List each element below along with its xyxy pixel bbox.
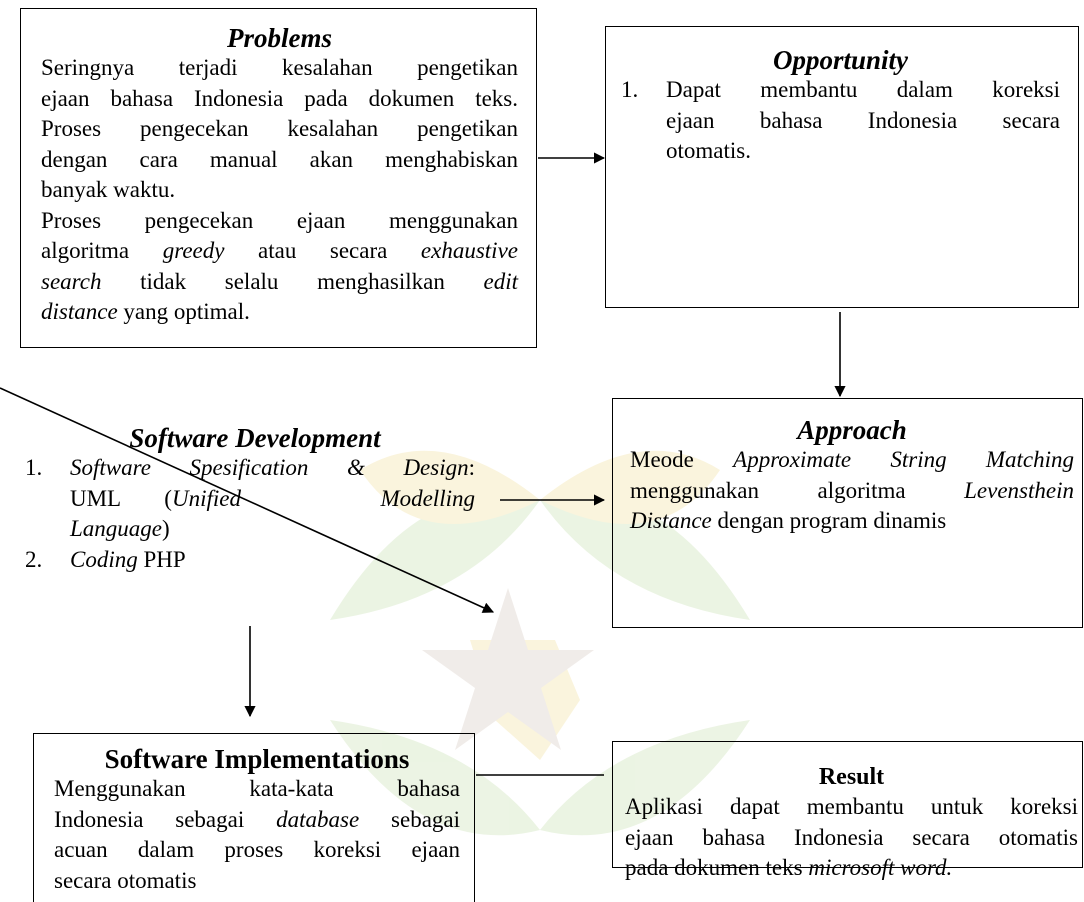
approach-box: Approach Meode Approximate String Matchi… <box>612 398 1083 628</box>
text-run: menggunakan algoritma <box>630 477 965 503</box>
approach-line-1: Meode Approximate String Matching <box>630 445 1074 476</box>
item-number: 1. <box>25 455 43 480</box>
text-run: Meode <box>630 447 734 472</box>
text-run: algoritma <box>41 238 163 263</box>
opportunity-box: Opportunity 1. Dapat membantu dalam kore… <box>605 26 1079 308</box>
text-run: edit <box>483 268 519 294</box>
text-run: search <box>41 268 102 294</box>
result-line-2: ejaan bahasa Indonesia secara otomatis <box>625 824 1078 850</box>
item-number: 1. <box>621 77 639 102</box>
text-run: sebagai <box>359 806 460 832</box>
problems-line-5: banyak waktu. <box>41 177 176 202</box>
opportunity-title: Opportunity <box>772 45 909 75</box>
text-run: exhaustive <box>420 238 518 263</box>
problems-title: Problems <box>227 23 332 53</box>
result-line-1: Aplikasi dapat membantu untuk koreksi <box>625 794 1078 819</box>
text-run: Modelling <box>380 485 475 511</box>
development-item-1: 1. Software Spesification & Design: UML (… <box>25 453 475 545</box>
software-implementations-title: Software Implementations <box>104 744 410 774</box>
approach-line-3: Distance dengan program dinamis <box>630 506 1074 537</box>
result-title: Result <box>818 764 885 790</box>
development-item-1-line-2: UML (Unified Modelling <box>70 484 475 515</box>
text-run: Indonesia sebagai <box>54 806 277 832</box>
item-body: Software Spesification & Design: UML (Uni… <box>70 453 475 545</box>
text-run: pada dokumen teks <box>625 855 809 880</box>
problems-line-4: dengan cara manual akan menghabiskan <box>41 146 518 172</box>
software-implementations-box: Software Implementations Menggunakan kat… <box>33 733 475 902</box>
text-run: database <box>276 806 360 832</box>
approach-title: Approach <box>797 415 907 445</box>
text-run: atau secara <box>224 238 421 263</box>
text-run: ( <box>164 485 172 511</box>
problems-line-3: Proses pengecekan kesalahan pengetikan <box>41 116 518 141</box>
text-run: microsoft word. <box>808 855 953 880</box>
implementations-line-4: secara otomatis <box>54 867 197 893</box>
item-number: 2. <box>25 546 43 572</box>
text-run: tidak selalu menghasilkan <box>101 268 484 294</box>
opportunity-line-2: ejaan bahasa Indonesia secara <box>666 107 1060 133</box>
software-development-title: Software Development <box>129 423 381 453</box>
opportunity-line-1: Dapat membantu dalam koreksi <box>666 77 1060 102</box>
text-run: dengan program dinamis <box>711 508 947 533</box>
text-run: PHP <box>137 546 186 572</box>
text-run: Distance <box>630 508 712 533</box>
problems-line-6: Proses pengecekan ejaan menggunakan <box>41 207 518 233</box>
implementations-line-2: Indonesia sebagai database sebagai <box>54 805 460 836</box>
problems-line-1: Seringnya terjadi kesalahan pengetikan <box>41 55 518 80</box>
result-line-3: pada dokumen teks microsoft word. <box>625 853 1078 884</box>
approach-line-2: menggunakan algoritma Levensthein <box>630 476 1074 507</box>
text-run: Language <box>70 516 162 541</box>
problems-line-7: algoritma greedy atau secara exhaustive <box>41 236 518 267</box>
implementations-line-3: acuan dalam proses koreksi ejaan <box>54 837 460 862</box>
text-run: Unified <box>171 485 241 511</box>
text-run: UML <box>70 485 122 511</box>
item-body: Dapat membantu dalam koreksi ejaan bahas… <box>666 75 1060 167</box>
text-run: yang optimal. <box>117 299 250 324</box>
text-run: : <box>468 455 475 480</box>
text-run: distance <box>41 299 118 324</box>
development-item-1-line-3: Language) <box>70 514 475 545</box>
text-run: ) <box>162 516 170 541</box>
opportunity-line-3: otomatis. <box>666 138 751 163</box>
development-item-1-line-1: Software Spesification & Design: <box>70 453 475 484</box>
problems-box: Problems Seringnya terjadi kesalahan pen… <box>20 8 537 348</box>
development-item-2-text: Coding PHP <box>70 545 475 576</box>
problems-line-2: ejaan bahasa Indonesia pada dokumen teks… <box>41 85 518 111</box>
text-run: (Unified <box>164 484 337 515</box>
implementations-line-1: Menggunakan kata-kata bahasa <box>54 776 460 801</box>
text-run: Coding <box>70 546 138 572</box>
problems-line-9: distance yang optimal. <box>41 297 518 328</box>
diagonal-arrow <box>0 387 495 613</box>
text-run: Levensthein <box>964 477 1074 503</box>
development-item-2: 2. Coding PHP <box>25 545 475 576</box>
problems-line-8: search tidak selalu menghasilkan edit <box>41 267 518 298</box>
text-run: Software Spesification & Design <box>70 455 469 480</box>
result-box: Result Aplikasi dapat membantu untuk kor… <box>612 741 1083 880</box>
text-run: greedy <box>162 238 225 263</box>
text-run: Approximate String Matching <box>733 447 1074 472</box>
software-development-block: Software Development 1. Software Spesifi… <box>25 423 475 575</box>
opportunity-item: 1. Dapat membantu dalam koreksi ejaan ba… <box>621 75 1060 167</box>
